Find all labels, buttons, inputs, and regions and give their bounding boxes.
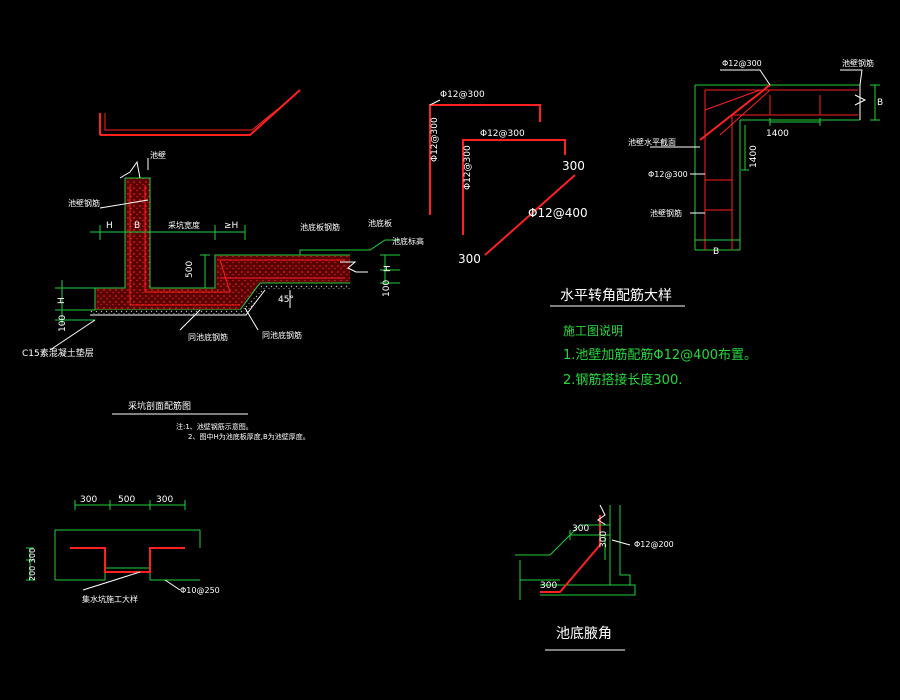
haunch-detail: 300 300 Φ12@200 300 池底腋角 <box>515 504 674 651</box>
angle-label: 45° <box>278 295 294 305</box>
plan-rebar-top: Φ12@300 <box>722 59 762 68</box>
rebar-label-4: Φ12@300 <box>463 145 473 190</box>
sump-rebar-label: Φ10@250 <box>180 586 220 595</box>
dim-H2: ≥H <box>224 221 238 231</box>
rebar-bend-line-top <box>100 89 301 136</box>
corner-rebar-detail: Φ12@300 Φ12@300 Φ12@300 Φ12@300 300 Φ12@… <box>429 90 588 266</box>
cushion-layer <box>90 285 350 315</box>
dim-300-a: 300 <box>562 159 585 173</box>
haunch-dim-300c: 300 <box>540 581 557 591</box>
sump-title: 集水坑施工大样 <box>82 594 138 604</box>
notes-line-2: 2.钢筋搭接长度300. <box>563 372 682 388</box>
section-title: 采坑剖面配筋图 <box>128 400 191 412</box>
haunch-dim-300b: 300 <box>599 531 609 548</box>
dim-B: B <box>134 221 140 231</box>
same-floor-rebar-1: 同池底钢筋 <box>188 332 228 342</box>
rebar-label-3: Φ12@300 <box>430 117 440 162</box>
dim-100b: 100 <box>58 315 68 332</box>
sump-dim-500: 500 <box>118 495 135 505</box>
rebar-inner <box>462 139 566 235</box>
dim-100a: 100 <box>382 280 392 297</box>
same-floor-rebar-2: 同池底钢筋 <box>262 330 302 340</box>
sump-detail: 300 500 300 200 300 Φ10@250 集水坑施工大样 <box>26 495 220 604</box>
haunch-rebar-label: Φ12@200 <box>634 540 674 549</box>
plan-wall-plane: 池壁水平截面 <box>628 137 676 147</box>
dim-500: 500 <box>185 261 195 278</box>
note-1: 注:1、池壁钢筋示意图。 <box>176 422 253 431</box>
pit-section: 池壁 池壁钢筋 H B 采坑宽度 ≥H 池底板钢筋 池底板 池底标高 500 H… <box>22 89 424 441</box>
plan-rebar-mid: Φ12@300 <box>648 170 688 179</box>
note-2: 2、图中H为池底板厚度,B为池壁厚度。 <box>188 432 310 441</box>
rebar-outer <box>429 104 541 215</box>
floor-rebar-label: 池底板钢筋 <box>300 222 340 232</box>
haunch-dim-300a: 300 <box>572 524 589 534</box>
diagonal-rebar <box>699 84 771 141</box>
cushion-label: C15素混凝土垫层 <box>22 347 94 359</box>
notes-title: 水平转角配筋大样 <box>560 287 672 304</box>
plan-tie-rebar: 池壁钢筋 <box>650 208 682 218</box>
notes-header: 施工图说明 <box>563 323 623 338</box>
plan-dim-B1: B <box>877 98 883 108</box>
plan-dim-1400a: 1400 <box>766 129 789 139</box>
sump-dim-side: 200 300 <box>28 548 37 581</box>
concrete-body <box>95 178 350 310</box>
concrete-outline-top <box>125 177 350 289</box>
wall-rebar-label: 池壁钢筋 <box>68 198 100 208</box>
rebar-bend-line <box>99 89 301 136</box>
haunch-title: 池底腋角 <box>556 626 612 642</box>
corner-plan-detail: Φ12@300 池壁钢筋 B 池壁水平截面 1400 Φ12@300 1400 … <box>628 58 883 257</box>
sump-dim-300b: 300 <box>156 495 173 505</box>
plan-wall-rebar: 池壁钢筋 <box>842 58 874 68</box>
dim-H4: H <box>57 297 67 304</box>
floor-elevation: 池底标高 <box>392 236 424 246</box>
rebar-diagonal <box>484 174 576 256</box>
rebar-label-5: Φ12@400 <box>528 206 588 220</box>
wall-label: 池壁 <box>150 150 166 160</box>
sump-rebar <box>70 547 185 573</box>
rebar-label-1: Φ12@300 <box>440 90 485 100</box>
dim-H1: H <box>106 221 113 231</box>
dim-300-b: 300 <box>458 252 481 266</box>
plan-dim-B2: B <box>713 247 719 257</box>
pit-width-label: 采坑宽度 <box>168 220 200 230</box>
rebar-label-2: Φ12@300 <box>480 129 525 139</box>
notes-line-1: 1.池壁加筋配筋Φ12@400布置。 <box>563 347 757 363</box>
dim-H3: H <box>383 265 393 272</box>
construction-notes: 水平转角配筋大样 施工图说明 1.池壁加筋配筋Φ12@400布置。 2.钢筋搭接… <box>550 287 757 388</box>
plan-dim-1400b: 1400 <box>749 145 759 168</box>
sump-dim-300a: 300 <box>80 495 97 505</box>
floor-label: 池底板 <box>368 218 392 228</box>
